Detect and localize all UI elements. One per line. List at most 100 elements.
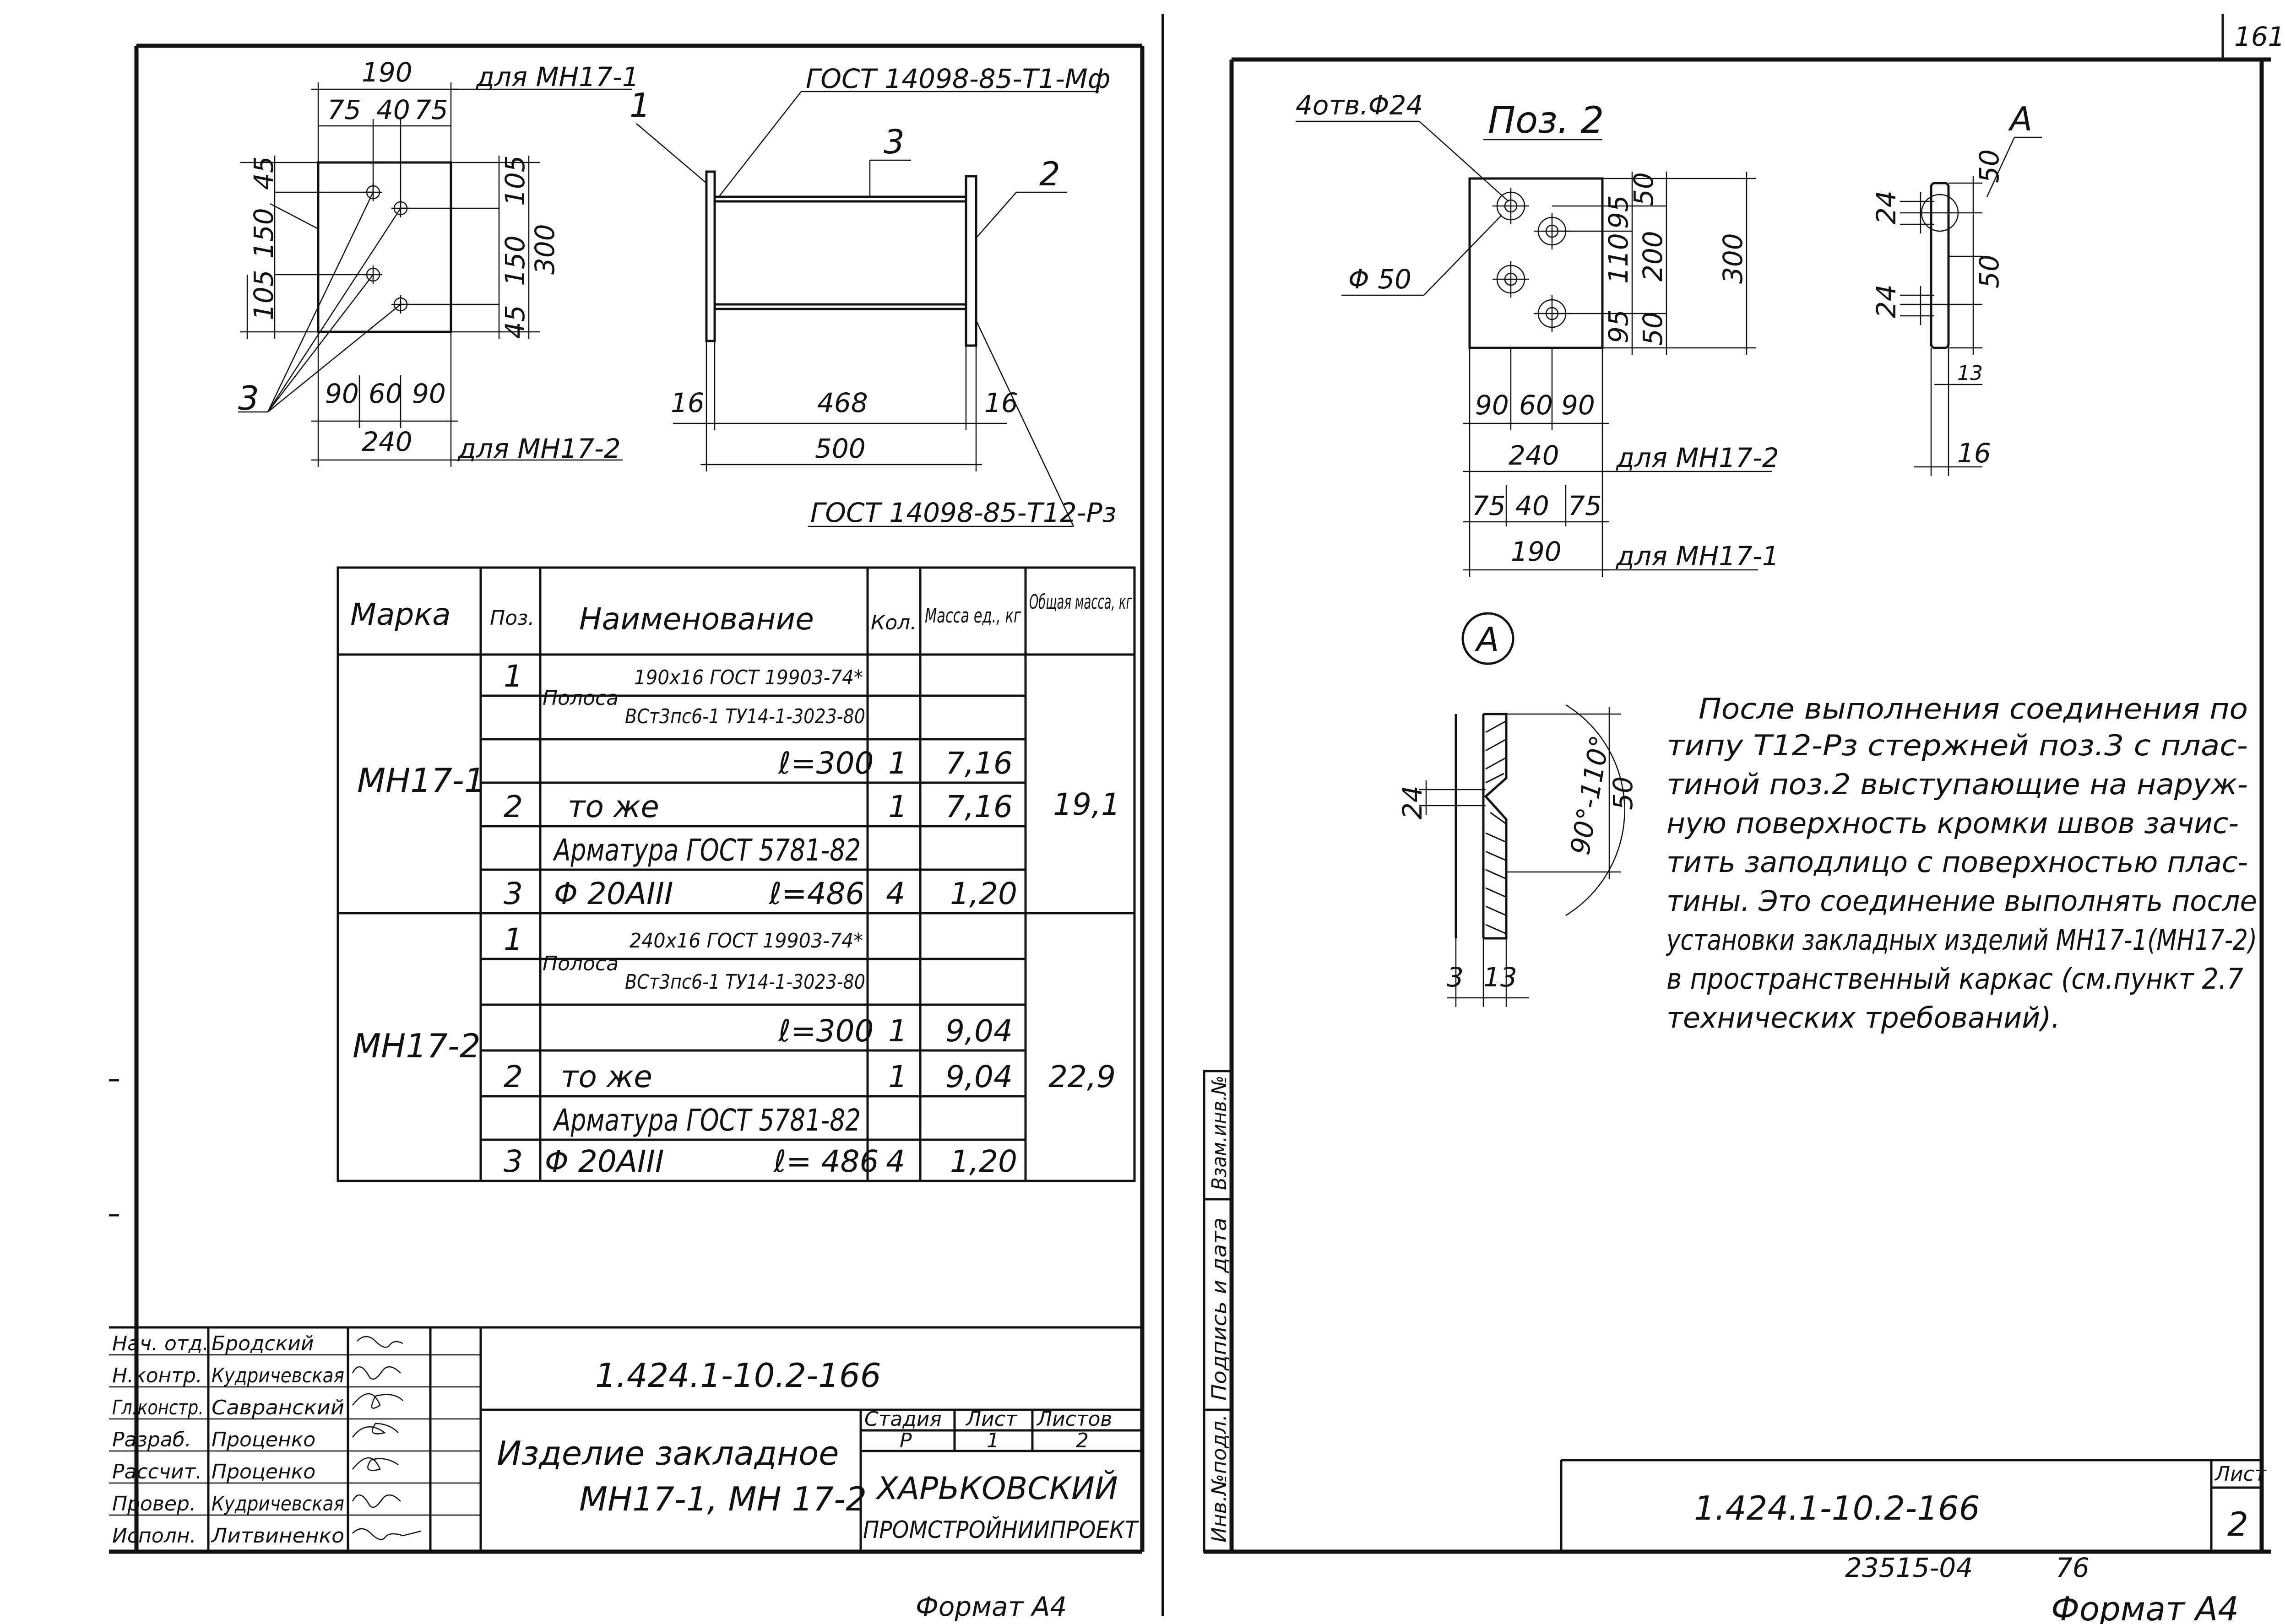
qty-3a: 4	[886, 876, 905, 911]
mass-2a: 7,16	[945, 789, 1013, 824]
dim-300-pos2: 300	[1717, 233, 1748, 284]
note-line-0: После выполнения соединения по	[1699, 692, 2248, 725]
detail-a-label: А	[1475, 620, 1499, 659]
pos2-side-view: А 24 50 24 50 13 16	[1871, 100, 2042, 476]
bar-2: Φ 20АIII	[545, 1144, 664, 1179]
dim-75b: 75	[414, 94, 448, 125]
dim-105-right: 105	[499, 155, 531, 206]
detail-dim-50: 50	[1607, 776, 1639, 810]
role-5: Провер.	[112, 1492, 196, 1516]
side-dim-13: 13	[1957, 362, 1983, 385]
len-1b: ℓ=300	[778, 1013, 874, 1049]
mark-mn17-1: МН17-1	[357, 761, 485, 800]
stage-label: Стадия	[864, 1407, 942, 1431]
note-line-7: в пространственный каркас (см.пункт 2.7	[1666, 962, 2243, 996]
sheet-no-right: 2	[2227, 1505, 2248, 1543]
side-dim-16: 16	[1957, 438, 1991, 469]
left-side-view: ГОСТ 14098-85-Т1-Мф 1 3 2 16 468 16 500 …	[630, 63, 1116, 528]
pos-1a: 1	[504, 659, 523, 694]
total-mn17-1: 19,1	[1053, 787, 1120, 822]
qty-1a: 1	[888, 746, 907, 781]
dim-75a-pos2: 75	[1472, 490, 1506, 521]
name-4: Проценко	[212, 1460, 315, 1483]
dim-16a: 16	[671, 387, 705, 418]
stamp-inv: Инв.№подл.	[1208, 1414, 1231, 1543]
strip-word-2: Полоса	[543, 952, 619, 975]
dim-500: 500	[815, 433, 866, 464]
sheets-label: Листов	[1036, 1407, 1112, 1431]
org-line2: ПРОМСТРОЙНИИПРОЕКТ	[863, 1516, 1140, 1544]
name-0: Бродский	[212, 1332, 314, 1355]
name-1: Кудричевская	[212, 1364, 344, 1387]
dim-300: 300	[529, 224, 560, 275]
name-2: Савранский	[212, 1396, 344, 1419]
dim-90a: 90	[325, 378, 359, 409]
note-line-2: тиной поз.2 выступающие на наруж-	[1666, 768, 2248, 801]
name-3: Проценко	[212, 1428, 315, 1451]
dim-75b-pos2: 75	[1568, 490, 1602, 521]
note-line-1: типу Т12-Рз стержней поз.3 с плас-	[1666, 729, 2248, 762]
role-1: Н.контр.	[112, 1364, 202, 1387]
total-mn17-2: 22,9	[1048, 1059, 1116, 1094]
left-sheet-frame	[109, 43, 1145, 1554]
rebar-2: Арматура ГОСТ 5781-82	[553, 1103, 861, 1138]
pos-1b: 1	[504, 922, 523, 957]
sheet-label-left: Лист	[965, 1407, 1018, 1431]
note-for-mn17-1-pos2: для МН17-1	[1616, 541, 1779, 572]
dim-190: 190	[362, 57, 412, 88]
strip-top-1: 190x16 ГОСТ 19903-74*	[634, 666, 863, 689]
note-line-5: тины. Это соединение выполнять после	[1666, 884, 2257, 918]
doc-code-right: 1.424.1-10.2-166	[1694, 1489, 1980, 1527]
header-pos: Поз.	[490, 606, 534, 630]
strip-bottom-1: ВСт3пс6-1 ТУ14-1-3023-80	[625, 705, 865, 728]
detail-dim-24: 24	[1397, 785, 1428, 819]
order-sub: 76	[2056, 1552, 2090, 1583]
strip-word-1: Полоса	[543, 687, 619, 710]
dim-50a: 50	[1628, 172, 1659, 206]
pos-3b: 3	[504, 1144, 523, 1179]
dim-200: 200	[1637, 231, 1668, 281]
same-1: то же	[568, 789, 659, 824]
mass-2b: 9,04	[945, 1059, 1013, 1094]
header-name: Наименование	[579, 601, 814, 637]
left-title-block: Нач. отд. Бродский Н.контр. Кудричевская…	[109, 1326, 1142, 1552]
holes-note: 4отв.Φ24	[1296, 90, 1423, 121]
right-title-block: 1.424.1-10.2-166 Лист 2	[1560, 1459, 2267, 1552]
pos2-title: Поз. 2	[1488, 99, 1604, 141]
side-dim-50a: 50	[1974, 149, 2005, 183]
dim-50b: 50	[1637, 312, 1668, 346]
sheet-label-right: Лист	[2214, 1462, 2267, 1486]
dim-105-left: 105	[248, 270, 279, 320]
callout-2: 2	[1039, 155, 1060, 193]
dim-60: 60	[369, 378, 402, 409]
len-3b: ℓ= 486	[773, 1144, 879, 1179]
doc-code-left: 1.424.1-10.2-166	[595, 1356, 881, 1395]
strip-top-2: 240x16 ГОСТ 19903-74*	[630, 929, 863, 953]
dim-60-pos2: 60	[1519, 390, 1553, 421]
stamp-replace: Взам.инв.№	[1208, 1076, 1231, 1190]
dim-240-pos2: 240	[1509, 440, 1559, 471]
pos2-plate-view: 4отв.Φ24 Поз. 2 Φ 50 50 95 110 95 200 50…	[1296, 90, 1779, 577]
gost-top: ГОСТ 14098-85-Т1-Мф	[806, 63, 1110, 94]
dim-190-pos2: 190	[1511, 536, 1562, 567]
dim-110: 110	[1603, 233, 1634, 284]
sheet-value-left: 1	[987, 1429, 999, 1452]
dim-90b-pos2: 90	[1561, 390, 1595, 421]
dim-90a-pos2: 90	[1475, 390, 1509, 421]
dim-240: 240	[362, 426, 412, 457]
bar-1: Φ 20АIII	[554, 876, 673, 911]
dim-150-left: 150	[248, 208, 279, 259]
dim-45-bottom: 45	[499, 305, 531, 339]
mass-1a: 7,16	[945, 746, 1013, 781]
strip-bottom-2: ВСт3пс6-1 ТУ14-1-3023-80	[625, 970, 865, 994]
note-line-3: ную поверхность кромки швов зачис-	[1666, 807, 2239, 840]
dim-90b: 90	[412, 378, 446, 409]
callout-1: 1	[630, 86, 651, 125]
mass-1b: 9,04	[945, 1013, 1013, 1049]
spec-table: Марка Поз. Наименование Кол. Масса ед., …	[337, 566, 1136, 1182]
role-3: Разраб.	[112, 1428, 191, 1451]
left-plate-view: 190 для МН17-1 75 40 75 45 150 105 105 1…	[238, 57, 639, 467]
pos-2a: 2	[504, 789, 523, 824]
header-unit-mass: Масса ед., кг	[925, 604, 1021, 628]
page-number: 161	[2234, 21, 2285, 52]
